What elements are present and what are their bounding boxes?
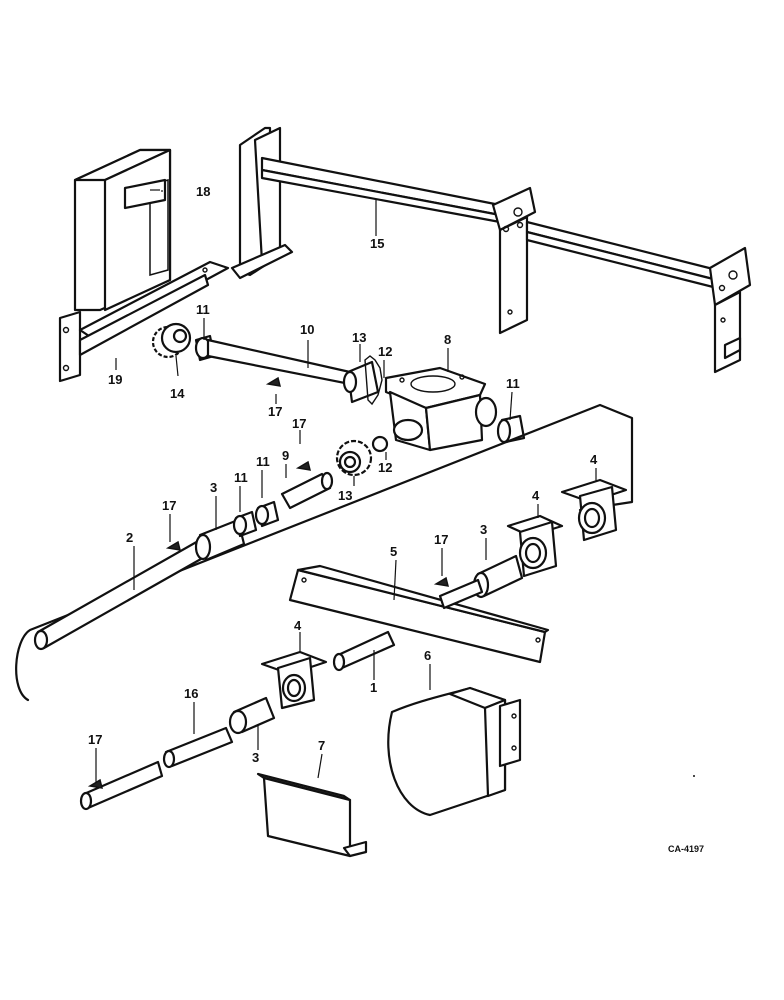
callout-11: 11: [256, 454, 270, 469]
part-14-sprocket: [151, 322, 192, 359]
part-5-angle: [288, 564, 550, 664]
callout-12: 12: [378, 344, 392, 359]
part-16-shaft: [162, 726, 234, 769]
callout-16: 16: [184, 686, 198, 701]
callout-3: 3: [210, 480, 217, 495]
callout-8: 8: [444, 332, 451, 347]
part-9-shaft: [280, 471, 334, 510]
part-11-bushing-mid: [254, 500, 280, 528]
callout-1: 1: [370, 680, 377, 695]
callout-13: 13: [338, 488, 352, 503]
callout-17: 17: [268, 404, 282, 419]
part-17-shaft-lower: [79, 760, 164, 811]
part-6-housing: [387, 686, 522, 817]
callout-10: 10: [300, 322, 314, 337]
callout-12: 12: [378, 460, 392, 475]
callout-3: 3: [480, 522, 487, 537]
part-4-bearing-upper: [560, 478, 628, 542]
callout-4: 4: [294, 618, 302, 633]
part-8-gearbox: [384, 366, 498, 452]
part-1-shaft: [332, 578, 484, 672]
callout-17: 17: [88, 732, 102, 747]
part-17-keys: [87, 376, 450, 789]
callout-17: 17: [162, 498, 176, 513]
part-12-washer: [371, 435, 389, 453]
part-11-bushing-right: [496, 414, 526, 444]
callout-7: 7: [318, 738, 325, 753]
callout-17: 17: [292, 416, 306, 431]
part-19-bracket: [58, 260, 230, 383]
callout-14: 14: [170, 386, 185, 401]
part-4-bearing-lower: [260, 650, 328, 710]
callout-3: 3: [252, 750, 259, 765]
callout-15: 15: [370, 236, 384, 251]
callout-4: 4: [590, 452, 598, 467]
leader-lines: [95, 189, 597, 782]
callout-11: 11: [196, 302, 210, 317]
callout-11: 11: [506, 376, 520, 391]
part-15-frame: [230, 126, 752, 374]
callout-labels: 18 15 11 10 13 12 8 11 19 14 17 17 12 13…: [88, 184, 598, 765]
part-3-sleeve-upper: [194, 518, 246, 562]
part-13-gear-lower: [335, 439, 373, 477]
callout-5: 5: [390, 544, 397, 559]
callout-13: 13: [352, 330, 366, 345]
callout-4: 4: [532, 488, 540, 503]
part-7-plate: [256, 772, 368, 858]
callout-19: 19: [108, 372, 122, 387]
callout-18: 18: [196, 184, 210, 199]
part-4-bearing-mid: [506, 514, 564, 578]
part-3-sleeve-lower: [228, 696, 276, 735]
callout-11: 11: [234, 470, 248, 485]
speck: [693, 775, 695, 777]
part-10-shaft: [206, 338, 352, 386]
part-2-shaft: [33, 538, 210, 651]
part-11-bushing-left: [232, 510, 258, 538]
callout-2: 2: [126, 530, 133, 545]
part-outline-plate: [15, 403, 634, 702]
part-18-guard: [73, 148, 172, 312]
callout-9: 9: [282, 448, 289, 463]
callout-17: 17: [434, 532, 448, 547]
callout-6: 6: [424, 648, 431, 663]
part-13-gear-upper: [342, 355, 383, 406]
drawing-code: CA-4197: [668, 844, 704, 854]
